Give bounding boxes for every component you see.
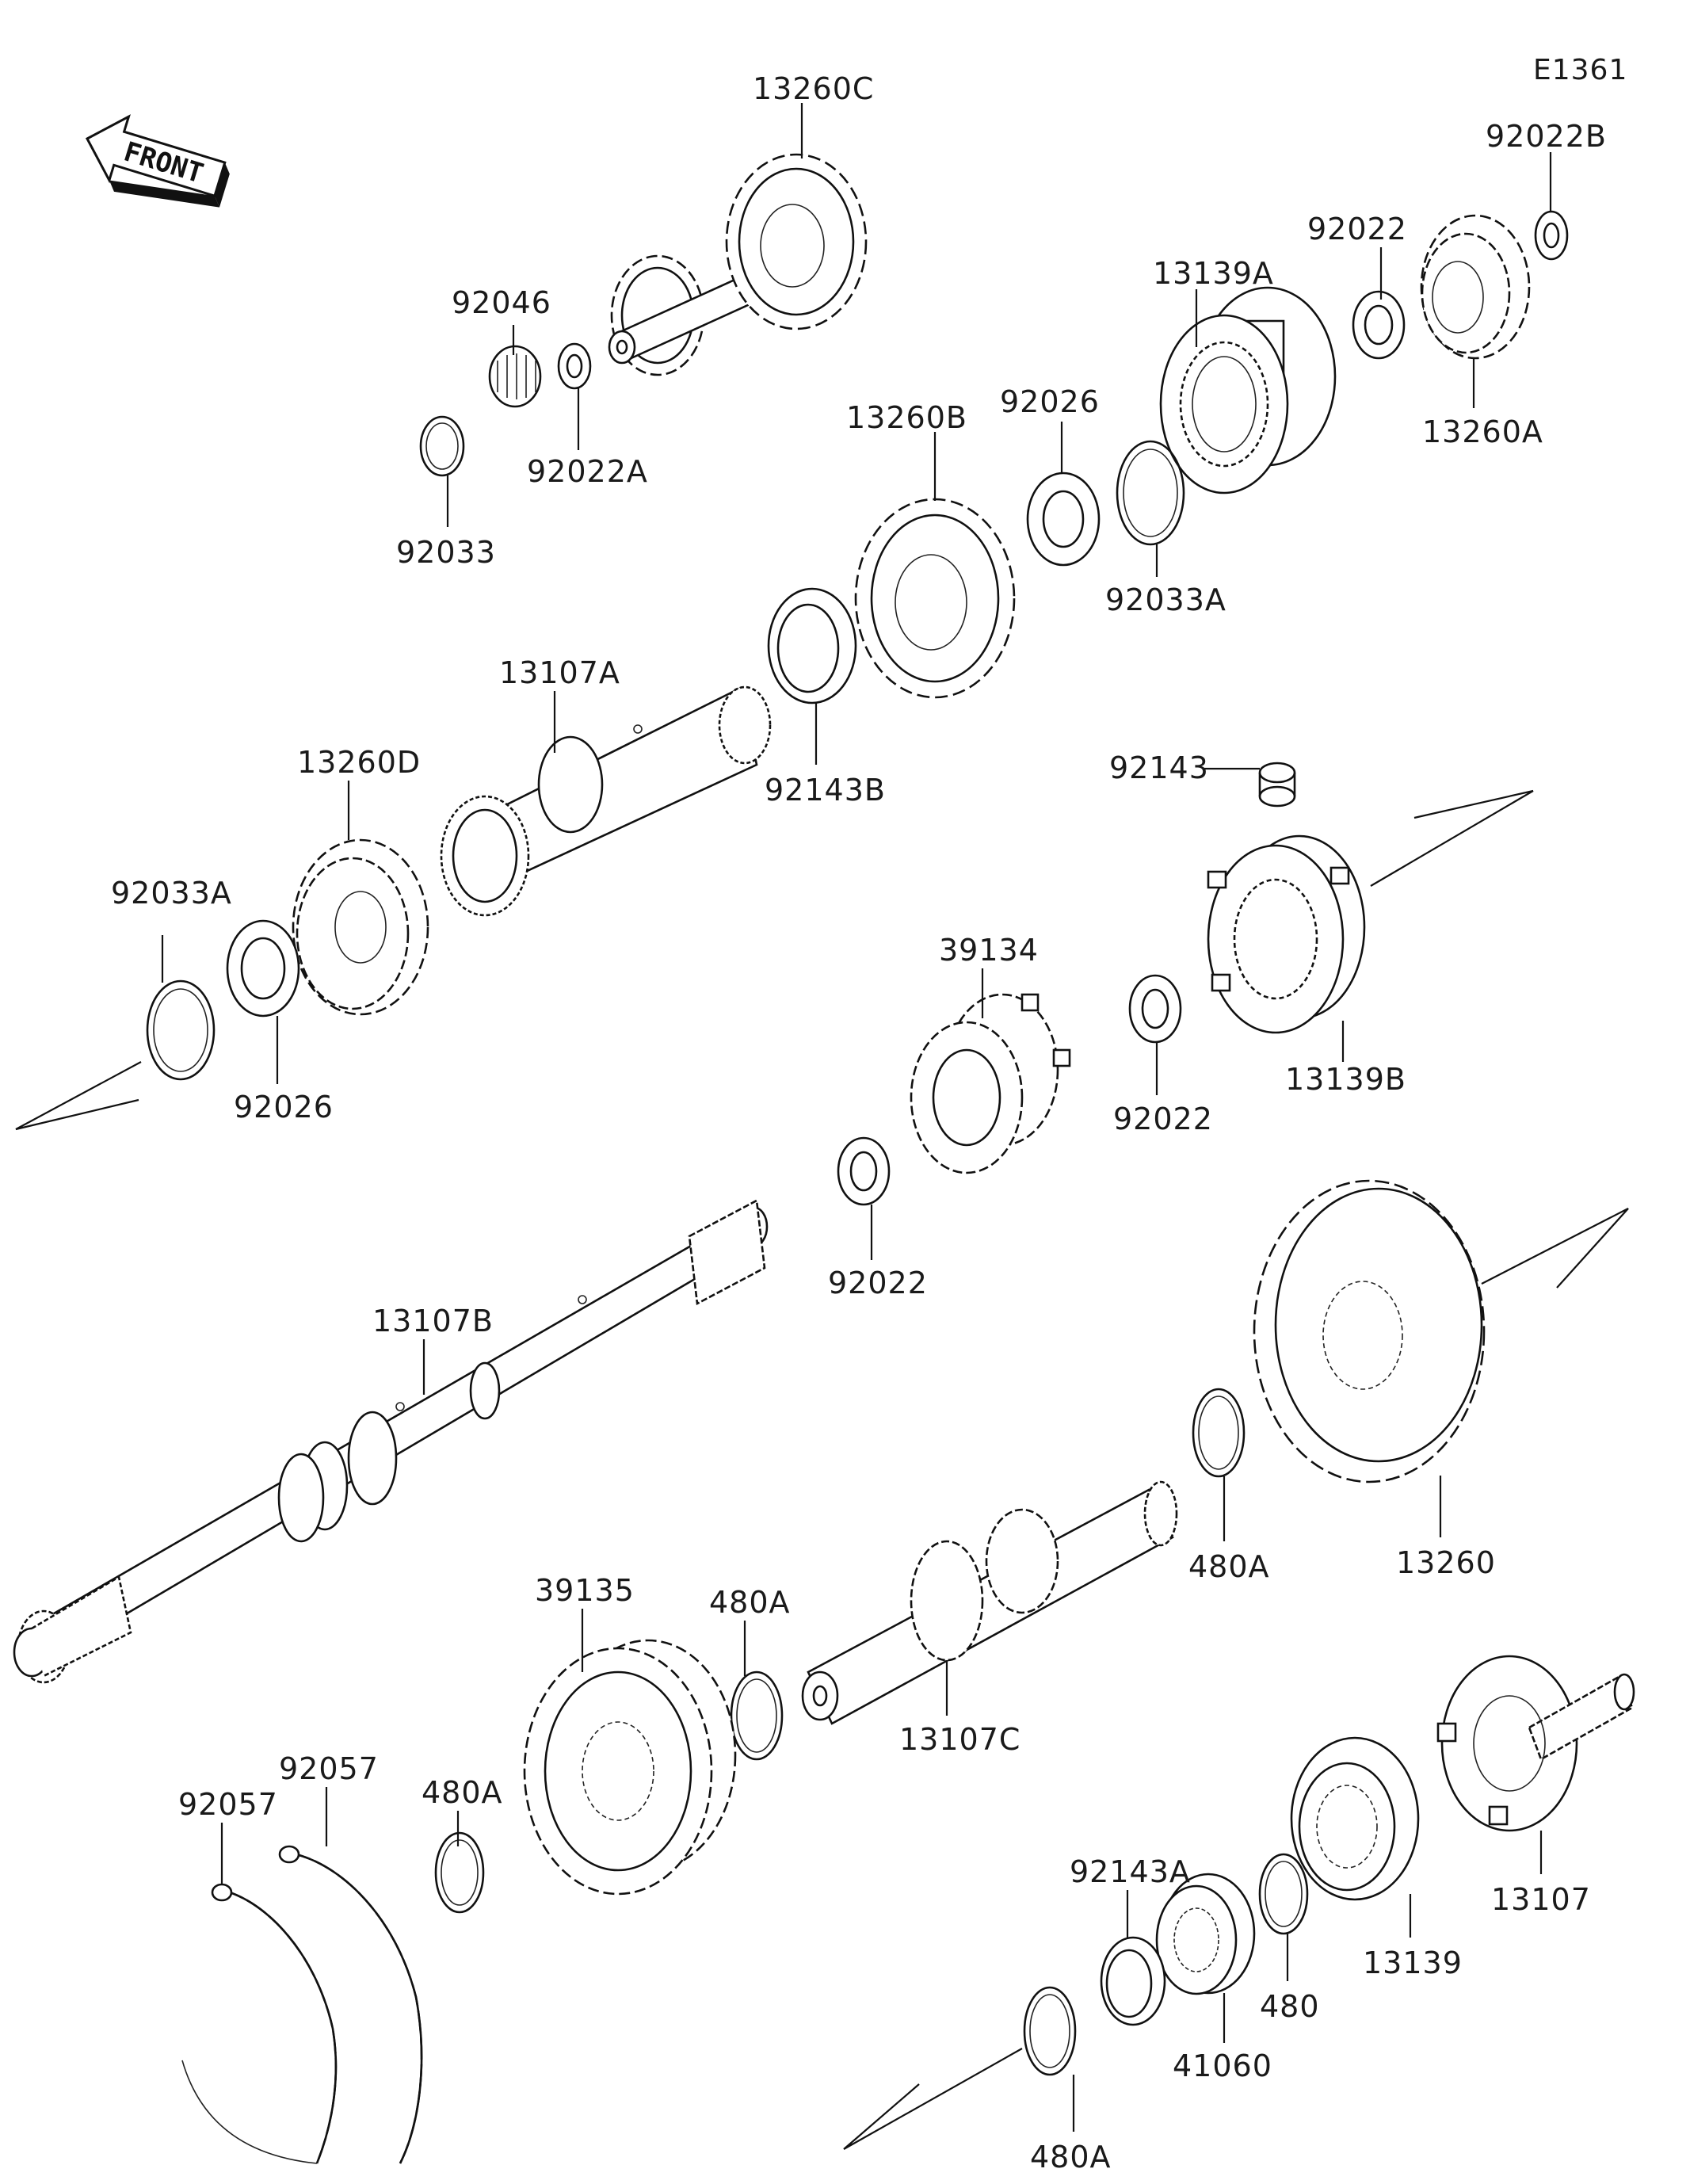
label-480A-mid[interactable]: 480A xyxy=(709,1585,791,1620)
part-480A-circlip-left xyxy=(434,1831,485,1914)
label-39134[interactable]: 39134 xyxy=(939,933,1039,968)
label-13260[interactable]: 13260 xyxy=(1396,1545,1496,1580)
part-480A-circlip-mid xyxy=(730,1670,784,1761)
part-92022-washer-low xyxy=(837,1136,891,1206)
part-13107C-shaft xyxy=(801,1480,1178,1725)
part-13260A-gear xyxy=(1420,214,1531,360)
part-92143-collar-small xyxy=(1258,762,1296,808)
part-13260B-gear xyxy=(854,498,1016,699)
part-92022-washer-mid xyxy=(1128,974,1182,1044)
label-480[interactable]: 480 xyxy=(1260,1989,1320,2024)
part-92026-washer-left xyxy=(226,919,300,1018)
label-13139[interactable]: 13139 xyxy=(1363,1945,1463,1980)
label-13260C[interactable]: 13260C xyxy=(753,71,874,106)
part-92143B-collar xyxy=(767,587,857,704)
label-92057-a[interactable]: 92057 xyxy=(178,1787,278,1822)
label-13107[interactable]: 13107 xyxy=(1491,1882,1591,1917)
label-92022-mid[interactable]: 92022 xyxy=(1113,1102,1213,1136)
part-480A-circlip-bottom xyxy=(1023,1986,1077,2076)
part-92022-washer-top xyxy=(1352,290,1406,360)
label-92057-b[interactable]: 92057 xyxy=(279,1751,379,1786)
label-480A-left[interactable]: 480A xyxy=(422,1775,503,1810)
label-13260B[interactable]: 13260B xyxy=(846,400,967,435)
label-92026-top[interactable]: 92026 xyxy=(1000,384,1100,419)
label-13107C[interactable]: 13107C xyxy=(899,1722,1020,1757)
label-13260D[interactable]: 13260D xyxy=(297,745,421,780)
part-13107-output-drive xyxy=(1436,1655,1635,1832)
label-13139B[interactable]: 13139B xyxy=(1285,1062,1406,1097)
part-41060-hub xyxy=(1155,1873,1256,1995)
label-480A-right[interactable]: 480A xyxy=(1188,1549,1270,1584)
label-92143B[interactable]: 92143B xyxy=(765,773,886,808)
label-92022B[interactable]: 92022B xyxy=(1486,119,1607,154)
part-92143A-collar xyxy=(1100,1936,1166,2026)
part-13107A-drive-shaft xyxy=(440,685,772,917)
part-92046-needle-bearing xyxy=(488,345,542,408)
label-13107A[interactable]: 13107A xyxy=(499,655,620,690)
label-92033A-top[interactable]: 92033A xyxy=(1105,582,1226,617)
label-92143[interactable]: 92143 xyxy=(1109,750,1209,785)
part-13260D-gear xyxy=(292,838,429,1016)
part-13139-shifter xyxy=(1290,1736,1420,1901)
axis-line-bottom xyxy=(843,2048,1023,2150)
part-13139A-shifter-gear xyxy=(1159,286,1337,494)
part-92057-chain-b xyxy=(278,1845,423,2164)
label-92022-top[interactable]: 92022 xyxy=(1307,212,1407,246)
part-92022A-washer xyxy=(557,342,592,390)
label-13139A[interactable]: 13139A xyxy=(1153,256,1274,291)
part-92033-circlip xyxy=(419,415,465,477)
part-13107B-output-shaft xyxy=(13,1198,769,1684)
label-92022A[interactable]: 92022A xyxy=(527,454,648,489)
axis-line-right-mid xyxy=(1481,1208,1629,1289)
label-480A-bottom[interactable]: 480A xyxy=(1030,2140,1112,2174)
label-13260A[interactable]: 13260A xyxy=(1422,414,1543,449)
label-92033A-left[interactable]: 92033A xyxy=(111,876,232,911)
label-92026-left[interactable]: 92026 xyxy=(234,1090,334,1124)
label-92022-low[interactable]: 92022 xyxy=(828,1266,928,1300)
part-92026-washer-top xyxy=(1026,472,1101,567)
part-13260-large-gear xyxy=(1253,1179,1486,1483)
part-92057-chain-a xyxy=(211,1883,338,2164)
label-13107B[interactable]: 13107B xyxy=(372,1304,494,1338)
diagram-id: E1361 xyxy=(1533,54,1627,86)
part-labels: 13260C 92046 92022A 92033 92022B 92022 1… xyxy=(111,71,1607,2174)
part-480-circlip xyxy=(1258,1853,1309,1935)
label-92046[interactable]: 92046 xyxy=(452,285,551,320)
part-39135-double-gear xyxy=(523,1639,737,1896)
axis-line-right-top xyxy=(1370,789,1534,887)
part-13139B-shifter-gear xyxy=(1207,834,1366,1034)
label-41060[interactable]: 41060 xyxy=(1173,2048,1272,2083)
part-480A-circlip-right xyxy=(1192,1388,1246,1478)
label-39135[interactable]: 39135 xyxy=(535,1573,635,1608)
front-arrow-icon: FRONT xyxy=(85,114,230,208)
leader-lines xyxy=(161,103,1552,2132)
label-92033[interactable]: 92033 xyxy=(396,535,496,570)
axis-line-left xyxy=(15,1061,142,1131)
label-92143A[interactable]: 92143A xyxy=(1070,1854,1191,1889)
part-39134-sleeve-gear xyxy=(910,993,1071,1174)
part-13260C-cluster-gear xyxy=(608,153,868,376)
part-92022B-washer xyxy=(1534,210,1569,261)
part-92033A-circlip-left xyxy=(146,979,216,1081)
chain-loop-line xyxy=(181,2060,318,2164)
part-92033A-circlip-top xyxy=(1116,440,1185,546)
